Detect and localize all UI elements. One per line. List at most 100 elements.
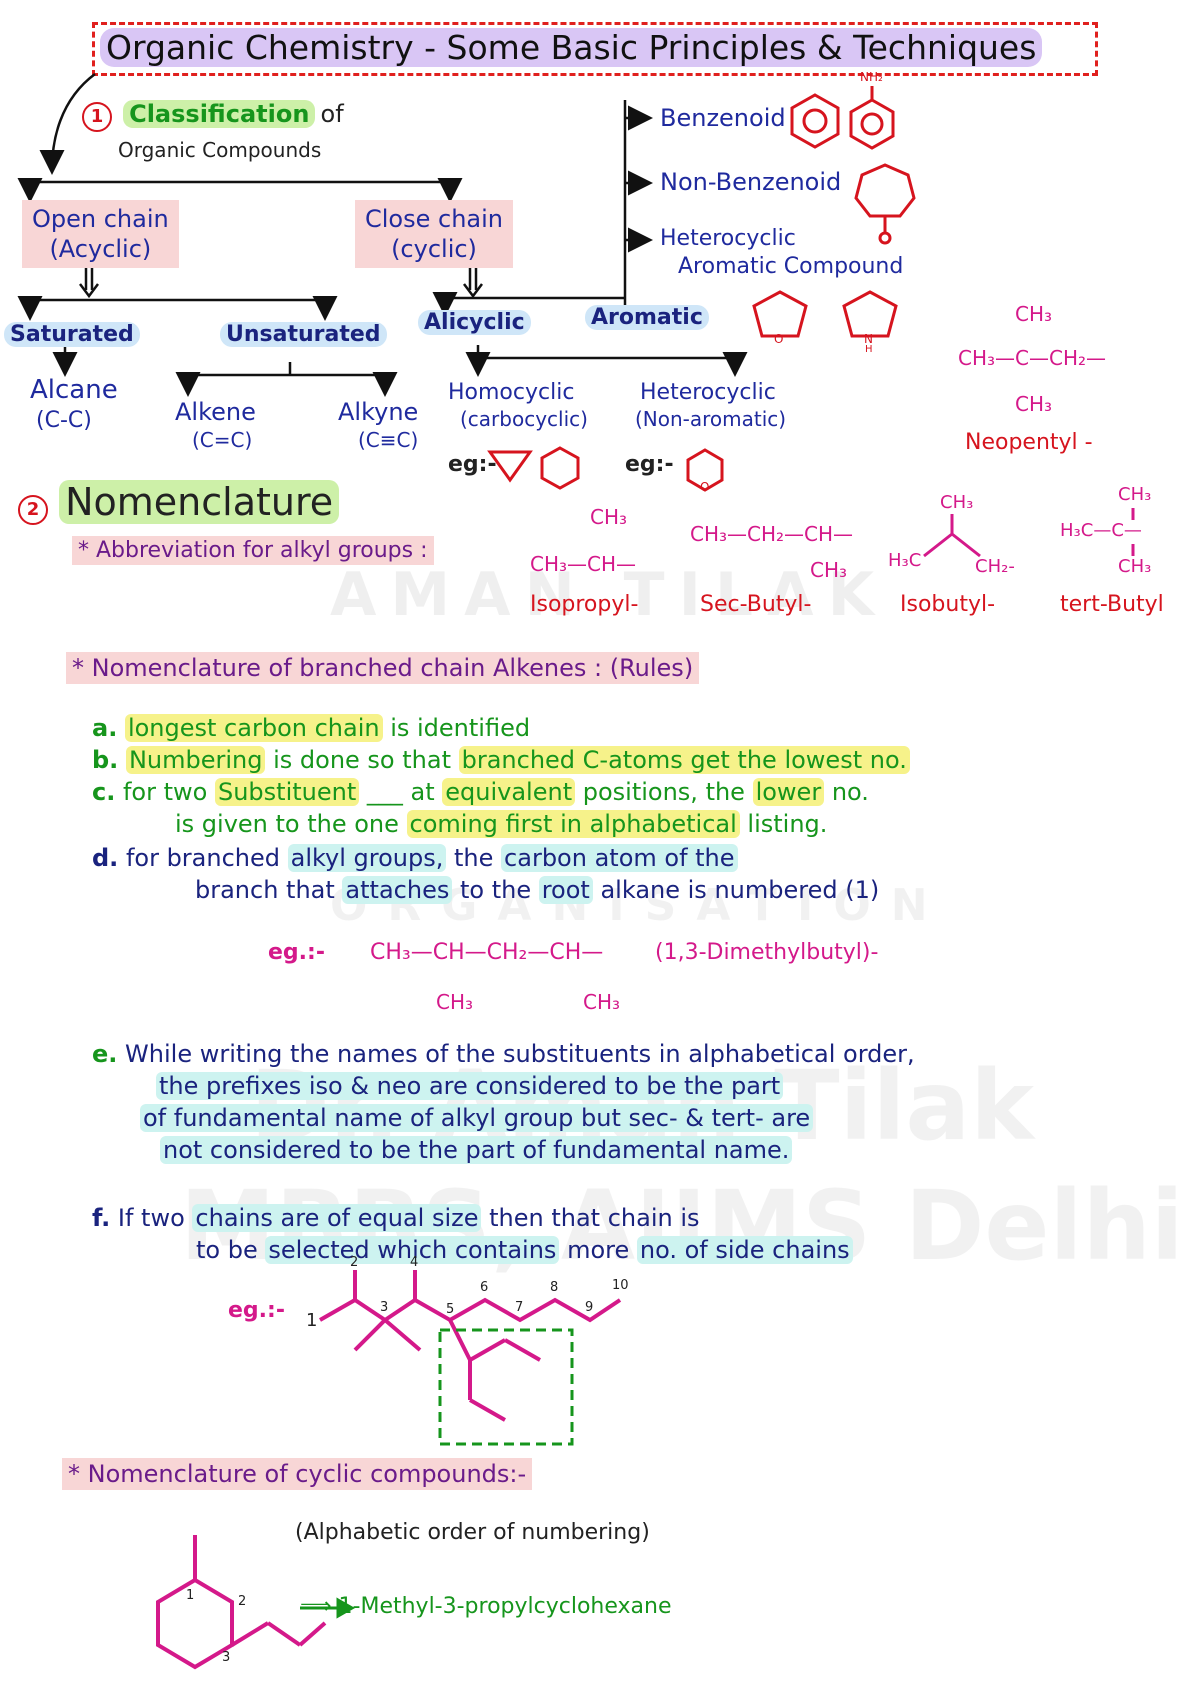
rule-e-line4: not considered to be the part of fundame… (160, 1136, 793, 1164)
cyclic-name: ⟹ 1-Methyl-3-propylcyclohexane (300, 1594, 672, 1619)
tropone-shape (854, 163, 916, 218)
eg1-sub2: CH₃ (583, 990, 621, 1014)
eg-heterocyclic: eg:- (625, 452, 674, 477)
chain-num-6: 6 (480, 1280, 489, 1295)
isobutyl-skeleton (923, 532, 981, 558)
hetero-aromatic-label-b: Aromatic Compound (678, 254, 904, 279)
heterocyclic-sub: (Non-aromatic) (635, 407, 787, 431)
isobutyl-name: Isobutyl- (900, 592, 996, 617)
eg-homocyclic: eg:- (448, 452, 497, 477)
benzene-shape (790, 93, 840, 149)
rule-b: b. Numbering is done so that branched C-… (92, 746, 910, 774)
saturated-label: Saturated (4, 322, 140, 347)
watermark-brand: AMAN TILAK (330, 560, 889, 630)
pyrrole-shape (842, 290, 898, 338)
alcane-label: Alcane (30, 375, 118, 405)
cyclopropane-shape (487, 450, 533, 483)
tertbutyl-mid: H₃C—C— (1060, 520, 1142, 541)
chain-num-2: 2 (350, 1255, 359, 1270)
neopentyl-top: CH₃ (1015, 302, 1053, 326)
eg1-name: (1,3-Dimethylbutyl)- (655, 940, 879, 965)
secbutyl-bot: CH₃ (810, 558, 848, 582)
side-chain-box (438, 1328, 574, 1446)
tertbutyl-bot: CH₃ (1118, 556, 1152, 577)
chain-num-3: 3 (380, 1300, 389, 1315)
neopentyl-name: Neopentyl - (965, 430, 1093, 455)
furan-o: O (774, 332, 784, 346)
rule-a: a. longest carbon chain is identified (92, 714, 531, 742)
isobutyl-right: CH₂- (975, 556, 1015, 577)
secbutyl-mid: CH₃—CH₂—CH— (690, 522, 854, 546)
page-title: Organic Chemistry - Some Basic Principle… (100, 28, 1043, 67)
cyclic-heading: * Nomenclature of cyclic compounds:- (62, 1458, 533, 1490)
eg1-label: eg.:- (268, 940, 325, 965)
nh2-label: NH₂ (860, 70, 883, 84)
alkyne-label: Alkyne (338, 398, 419, 426)
alkene-label: Alkene (175, 398, 256, 426)
neopentyl-bot: CH₃ (1015, 392, 1053, 416)
alkyne-sub: (C≡C) (358, 428, 419, 452)
chain-num-5: 5 (446, 1302, 455, 1317)
cyclic-example-skeleton (156, 1535, 327, 1670)
rule-d-line2: branch that attaches to the root alkane … (195, 876, 880, 904)
ring-num-1: 1 (186, 1588, 195, 1603)
rule-e-line1: e. While writing the names of the substi… (92, 1040, 915, 1068)
oxane-shape (686, 448, 724, 492)
chain-num-9: 9 (585, 1300, 594, 1315)
eg2-label: eg.:- (228, 1298, 285, 1323)
rule-d-line1: d. for branched alkyl groups, the carbon… (92, 844, 738, 872)
rule-e-line2: the prefixes iso & neo are considered to… (156, 1072, 784, 1100)
pyrrole-h: H (865, 344, 873, 355)
isopropyl-top: CH₃ (590, 505, 628, 529)
alcane-sub: (C-C) (36, 408, 92, 433)
section2-heading: 2 Nomenclature (18, 480, 340, 525)
chain-num-10: 10 (612, 1278, 629, 1293)
chain-num-8: 8 (550, 1280, 559, 1295)
tertbutyl-top: CH₃ (1118, 484, 1152, 505)
benzenoid-label: Benzenoid (660, 104, 786, 132)
branched-heading: * Nomenclature of branched chain Alkenes… (66, 652, 700, 684)
branched-skeleton (319, 1270, 622, 1422)
chain-num-7: 7 (515, 1300, 524, 1315)
homocyclic-sub: (carbocyclic) (460, 407, 588, 431)
eg1-formula: CH₃—CH—CH₂—CH— (370, 940, 604, 965)
isopropyl-name: Isopropyl- (530, 592, 639, 617)
aromatic-label: Aromatic (585, 305, 709, 330)
rule-c-line1: c. for two Substituent ___ at equivalent… (92, 778, 869, 806)
ring-num-3: 3 (222, 1650, 231, 1665)
rule-e-line3: of fundamental name of alkyl group but s… (140, 1104, 814, 1132)
tertbutyl-name: tert-Butyl (1060, 592, 1164, 617)
homocyclic-label: Homocyclic (448, 380, 575, 405)
chain-num-4: 4 (410, 1255, 419, 1270)
rule-f-line1: f. If two chains are of equal size then … (92, 1204, 700, 1232)
alkene-sub: (C=C) (192, 428, 253, 452)
ring-num-2: 2 (238, 1594, 247, 1609)
furan-shape (752, 290, 808, 338)
isopropyl-mid: CH₃—CH— (530, 552, 637, 576)
eg1-sub1: CH₃ (436, 990, 474, 1014)
secbutyl-name: Sec-Butyl- (700, 592, 812, 617)
cyclohexane-shape (540, 446, 580, 490)
alicyclic-label: Alicyclic (418, 310, 531, 335)
alphabetic-note: (Alphabetic order of numbering) (295, 1520, 650, 1545)
isobutyl-left: H₃C (888, 550, 922, 571)
non-benzenoid-label: Non-Benzenoid (660, 168, 842, 196)
chain-num-1: 1 (306, 1310, 318, 1331)
neopentyl-mid: CH₃—C—CH₂— (958, 346, 1107, 370)
hetero-aromatic-label-a: Heterocyclic (660, 226, 796, 251)
section1-heading-sub: Organic Compounds (118, 138, 322, 162)
heterocyclic-label: Heterocyclic (640, 380, 776, 405)
rule-f-line2: to be selected which contains more no. o… (196, 1236, 853, 1264)
open-chain-box: Open chain (Acyclic) (22, 200, 179, 268)
section1-heading: 1 Classification of (82, 100, 344, 132)
aniline-shape (849, 98, 895, 150)
unsaturated-label: Unsaturated (220, 322, 387, 347)
oxane-o: O (700, 480, 710, 494)
rule-c-line2: is given to the one coming first in alph… (175, 810, 828, 838)
title-frame (92, 22, 1098, 76)
close-chain-box: Close chain (cyclic) (355, 200, 513, 268)
abbreviation-heading: * Abbreviation for alkyl groups : (72, 536, 434, 565)
pyrrole-n: N (864, 332, 873, 346)
isobutyl-top: CH₃ (940, 492, 974, 513)
